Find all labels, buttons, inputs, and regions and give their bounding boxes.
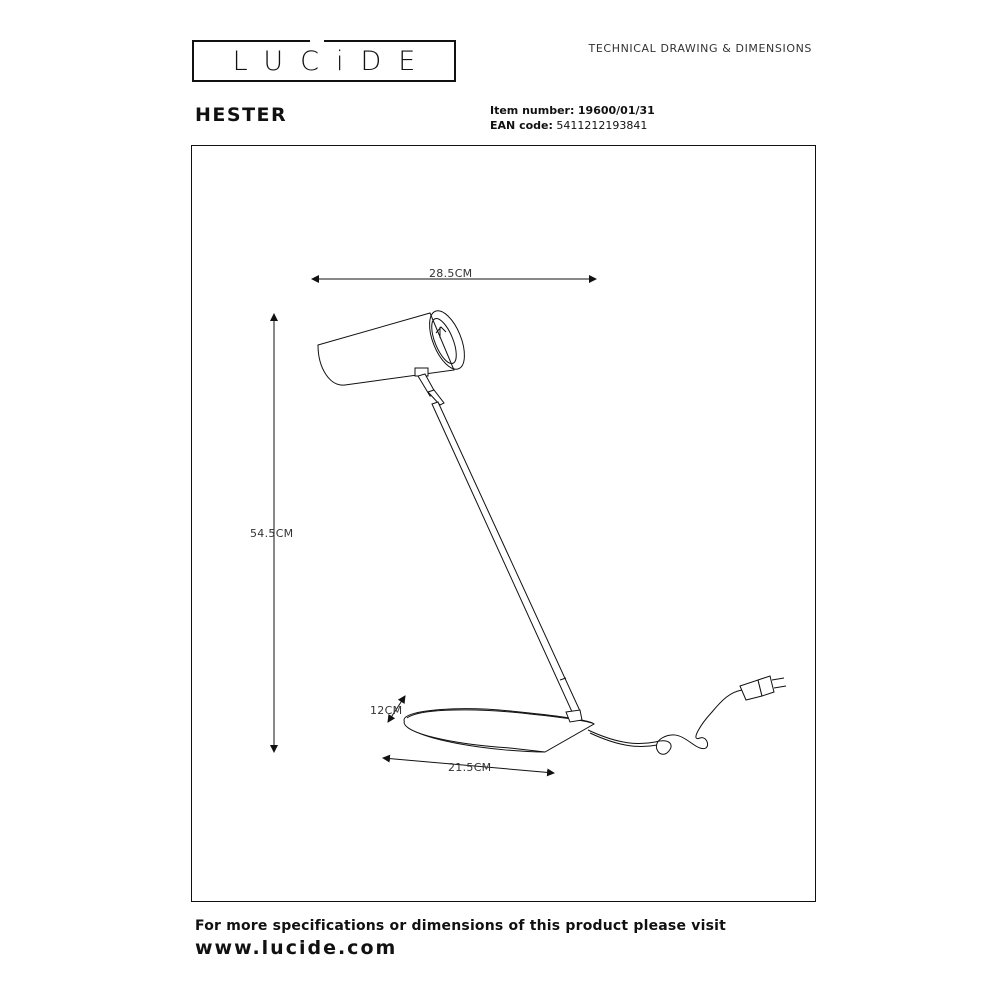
- ean-code-row: EAN code: 5411212193841: [490, 119, 647, 132]
- website-link[interactable]: www.lucide.com: [195, 937, 398, 959]
- base-depth-dimension-line: [387, 695, 406, 723]
- ean-code-value: 5411212193841: [556, 119, 648, 132]
- base-width-label: 21.5CM: [448, 761, 492, 774]
- base-width-dimension-line: [382, 754, 555, 777]
- lamp-base: [403, 708, 595, 753]
- lamp-stem: [431, 401, 581, 715]
- height-label: 54.5CM: [250, 527, 294, 540]
- header-caption: TECHNICAL DRAWING & DIMENSIONS: [588, 42, 812, 55]
- drawing-frame: [191, 145, 816, 902]
- logo-text: LUCiDE: [232, 46, 433, 77]
- lamp-head: [317, 310, 465, 386]
- item-number-label: Item number:: [490, 104, 575, 117]
- logo-notch: [310, 39, 324, 47]
- lucide-logo: LUCiDE: [192, 39, 456, 82]
- power-cord: [587, 689, 743, 755]
- ean-code-label: EAN code:: [490, 119, 553, 132]
- item-number-value: 19600/01/31: [577, 104, 655, 117]
- lamp-joint: [414, 367, 445, 406]
- plug-icon: [739, 675, 787, 701]
- base-depth-label: 12CM: [370, 704, 403, 717]
- product-name: HESTER: [195, 104, 288, 126]
- footer-text: For more specifications or dimensions of…: [195, 918, 726, 934]
- width-label: 28.5CM: [429, 267, 473, 280]
- item-number-row: Item number: 19600/01/31: [490, 104, 655, 117]
